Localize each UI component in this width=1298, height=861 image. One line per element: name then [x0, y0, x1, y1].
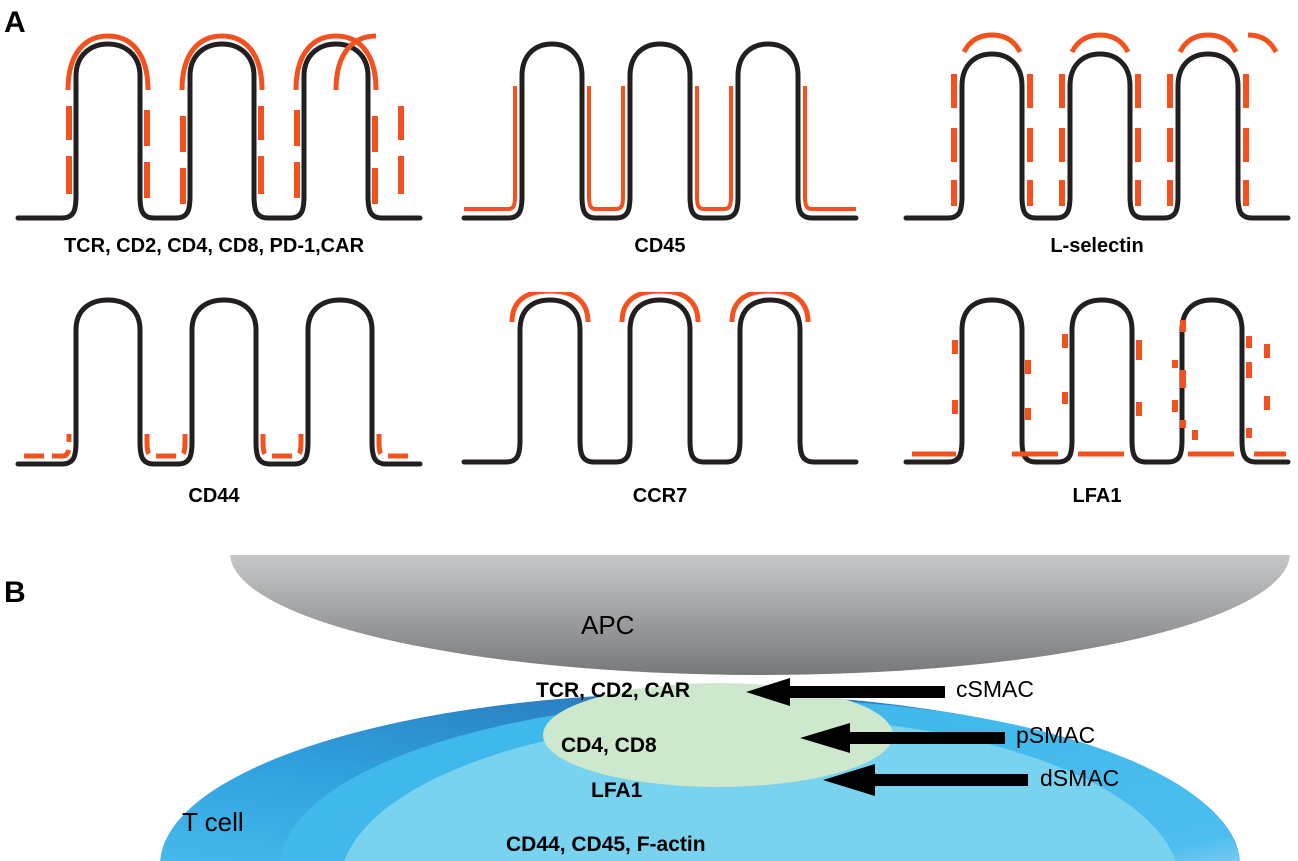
- panel-b-letter: B: [4, 576, 26, 609]
- membrane-outline: [903, 51, 1291, 221]
- marker-overlay-tcr-group: [65, 33, 379, 204]
- marker-overlay-lfa1-shafts: [952, 320, 1270, 440]
- membrane-diagram-l-selectin: [902, 28, 1292, 228]
- membrane-outline: [15, 41, 423, 221]
- membrane-svg-lfa1: [903, 297, 1291, 465]
- marker-overlay-l-selectin-tips: [961, 32, 1279, 54]
- zone-label-lfa1: LFA1: [591, 779, 643, 802]
- membrane-label-cd45: CD45: [634, 235, 686, 257]
- membrane-outline: [461, 41, 859, 221]
- panel-a-letter: A: [4, 6, 26, 39]
- membrane-outline-villus4: [1238, 54, 1268, 86]
- zone-label-dsmac-molecules: CD44, CD45, F-actin: [506, 833, 706, 856]
- tcell-psmac-zone: [344, 717, 1176, 861]
- zone-label-csmac-molecules: TCR, CD2, CAR: [536, 679, 691, 702]
- marker-overlay-cd44-valleys: [24, 434, 414, 459]
- membrane-svg-cd45: [461, 41, 859, 221]
- membrane-diagram-ccr7: [460, 292, 860, 472]
- arrow-label-psmac: pSMAC: [1016, 722, 1096, 748]
- membrane-svg-tcr-group: [15, 33, 423, 221]
- membrane-outline: [461, 297, 859, 465]
- membrane-diagram-tcr-group: [14, 28, 424, 228]
- synapse-svg: [160, 555, 1290, 861]
- marker-overlay-cd45: [464, 86, 856, 211]
- membrane-svg-cd44: [15, 297, 423, 467]
- membrane-svg-l-selectin: [903, 32, 1291, 221]
- panel-b-immunological-synapse: APC T cell TCR, CD2, CAR CD4, CD8 LFA1 C…: [0, 555, 1298, 861]
- tcell-csmac-zone: [543, 683, 893, 787]
- membrane-diagram-cd44: [14, 292, 424, 472]
- arrow-dsmac: [823, 764, 1028, 796]
- membrane-label-lfa1: LFA1: [1072, 485, 1122, 507]
- marker-overlay-ccr7-tips: [509, 292, 811, 323]
- tcell-label: T cell: [182, 807, 244, 837]
- membrane-diagram-cd45: [460, 28, 860, 228]
- membrane-label-tcr-group: TCR, CD2, CD4, CD8, PD-1,CAR: [63, 235, 365, 257]
- membrane-label-cd44: CD44: [188, 485, 240, 507]
- arrow-label-csmac: cSMAC: [956, 676, 1034, 702]
- membrane-svg-ccr7: [461, 292, 859, 465]
- membrane-label-l-selectin: L-selectin: [1050, 235, 1144, 257]
- membrane-outline: [903, 297, 1291, 465]
- arrow-label-dsmac: dSMAC: [1040, 765, 1120, 791]
- arrow-psmac: [800, 723, 1005, 753]
- membrane-label-ccr7: CCR7: [632, 485, 688, 507]
- marker-overlay-l-selectin-shafts: [951, 74, 1249, 206]
- apc-label: APC: [581, 610, 635, 640]
- zone-label-psmac-molecules: CD4, CD8: [561, 734, 657, 757]
- membrane-outline: [15, 297, 423, 467]
- arrow-csmac: [746, 678, 945, 706]
- apc-cell-body: [230, 555, 1290, 675]
- membrane-diagram-lfa1: [902, 292, 1292, 472]
